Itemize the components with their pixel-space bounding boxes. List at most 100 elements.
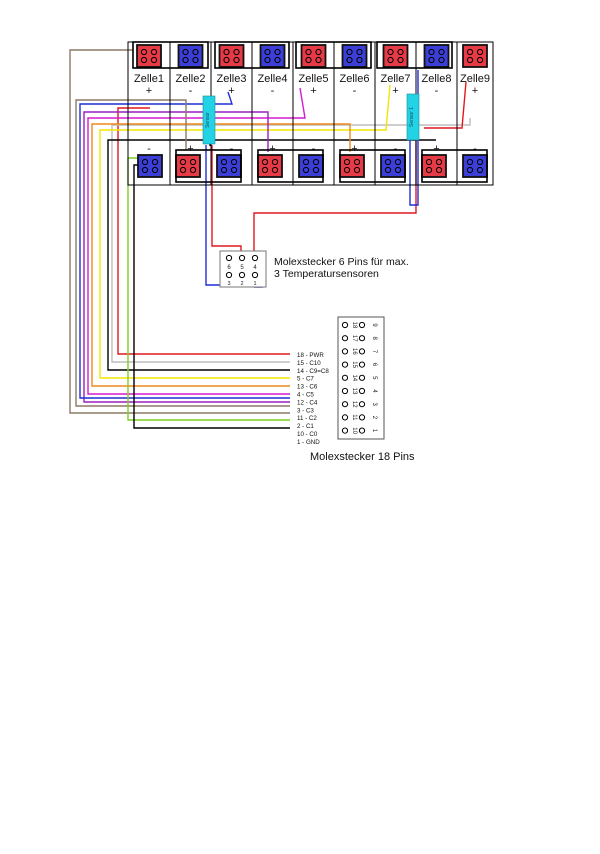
top-busbar	[376, 41, 453, 69]
cell-bottom-terminal	[216, 154, 242, 178]
molex18-pin	[358, 321, 366, 329]
wire-label: 5 - C7	[297, 376, 314, 383]
cell-top-terminal	[462, 44, 488, 68]
molex18-pin-number: 4	[371, 389, 377, 393]
molex18-pin-number: 10	[351, 427, 357, 434]
cells	[132, 41, 488, 185]
cell-bottom-sign: +	[187, 143, 193, 155]
cell-bottom-sign: -	[473, 143, 477, 155]
molex18-pin-number: 14	[351, 374, 357, 381]
molex18-pin-number: 17	[351, 335, 357, 342]
bottom-busbar	[421, 149, 488, 183]
molex6-pin-number: 6	[227, 265, 231, 271]
cell-sign: +	[472, 85, 478, 97]
cell-sign: +	[392, 85, 398, 97]
cell-top-terminal	[300, 44, 327, 68]
bottom-busbar	[257, 149, 324, 183]
molex18-pin	[341, 401, 349, 408]
wire-c10	[111, 118, 471, 363]
cell-top-terminal	[218, 44, 245, 68]
top-busbar	[214, 41, 290, 69]
bottom-busbar	[339, 149, 406, 183]
bottom-busbar	[175, 149, 242, 183]
top-busbar	[295, 41, 372, 69]
molex6-pin	[238, 271, 246, 279]
molex18-pin	[341, 361, 349, 368]
molex18-caption: Molexstecker 18 Pins	[310, 451, 415, 463]
wire-label: 18 - PWR	[297, 352, 324, 359]
cell-bottom-sign: -	[230, 143, 234, 155]
molex18-pin-number: 12	[351, 401, 357, 408]
cell-bottom-terminal	[137, 154, 163, 178]
wire-red-top	[424, 81, 467, 129]
molex18-pin	[358, 335, 366, 342]
wire-grey	[69, 49, 290, 414]
molex18-pin	[358, 427, 366, 434]
cell-sign: +	[146, 85, 152, 97]
molex18-pin	[341, 387, 349, 395]
molex18-pin	[358, 387, 366, 395]
cell-top-terminal	[259, 44, 286, 68]
wire-label: 15 - C10	[297, 360, 321, 367]
molex18-pin	[341, 335, 349, 342]
molex6-pin-number: 3	[227, 281, 230, 287]
molex18-pin-number: 6	[371, 363, 377, 367]
molex18-pin	[358, 374, 366, 381]
cell-sign: +	[310, 85, 316, 97]
wire-c2	[75, 99, 290, 407]
cell-label: Zelle9	[460, 73, 490, 85]
molex18-pin	[341, 427, 349, 434]
cell-bottom-terminal	[175, 154, 201, 178]
cell-label: Zelle4	[258, 73, 288, 85]
molex6-caption-line1: Molexstecker 6 Pins für max.	[274, 256, 409, 268]
molex18-pin-number: 16	[351, 348, 357, 355]
wire-label: 12 - C4	[297, 399, 318, 406]
wire-label: 13 - C6	[297, 384, 318, 391]
cell-sign: -	[271, 85, 275, 97]
cell-bottom-sign: -	[394, 143, 398, 155]
sensor-b: Sensor 1	[406, 93, 420, 141]
wire-c4	[83, 111, 290, 403]
cell-sign: -	[189, 85, 193, 97]
cell-bottom-terminal	[339, 154, 365, 178]
cell-labels: Zelle1+-Zelle2-+Zelle3+-Zelle4-+Zelle5+-…	[134, 73, 490, 155]
molex18-pin-number: 3	[371, 403, 377, 407]
wire-label: 1 - GND	[297, 439, 320, 446]
molex18-pin-number: 7	[371, 350, 377, 354]
cell-bottom-terminal	[421, 154, 447, 178]
cell-bottom-terminal	[257, 154, 283, 178]
wire-c6	[91, 123, 351, 387]
wire-c9	[107, 139, 436, 371]
wire-label: 10 - C0	[297, 431, 318, 438]
cell-bottom-terminal	[380, 154, 406, 178]
molex6-pin-number: 1	[253, 281, 256, 287]
molex18-pin-number: 18	[351, 322, 357, 329]
cell-sign: -	[435, 85, 439, 97]
wire-c5	[87, 87, 306, 395]
sensor-b-label: Sensor 1	[409, 107, 415, 127]
cell-label: Zelle7	[381, 73, 411, 85]
wire-label: 2 - C1	[297, 423, 314, 430]
cell-bottom-sign: +	[433, 143, 439, 155]
molex18-pin-number: 8	[371, 337, 377, 341]
cell-bottom-sign: +	[351, 143, 357, 155]
molex18-pin	[358, 361, 366, 368]
wire-c3	[79, 91, 290, 399]
sensor-a-label: Sensor	[205, 112, 211, 128]
cell-bottom-sign: -	[147, 143, 151, 155]
molex6-pin	[238, 254, 246, 262]
wire-label: 14 - C9=C8	[297, 368, 329, 375]
molex6-pin	[251, 254, 259, 262]
molex18-pin	[358, 414, 366, 421]
cell-top-terminal	[177, 44, 204, 68]
cell-bottom-sign: +	[269, 143, 275, 155]
top-busbar	[132, 41, 209, 69]
wire-pwr	[117, 107, 290, 355]
molex18-pin-number: 11	[351, 414, 357, 421]
wire-c7	[99, 84, 391, 379]
cell-label: Zelle5	[299, 73, 329, 85]
